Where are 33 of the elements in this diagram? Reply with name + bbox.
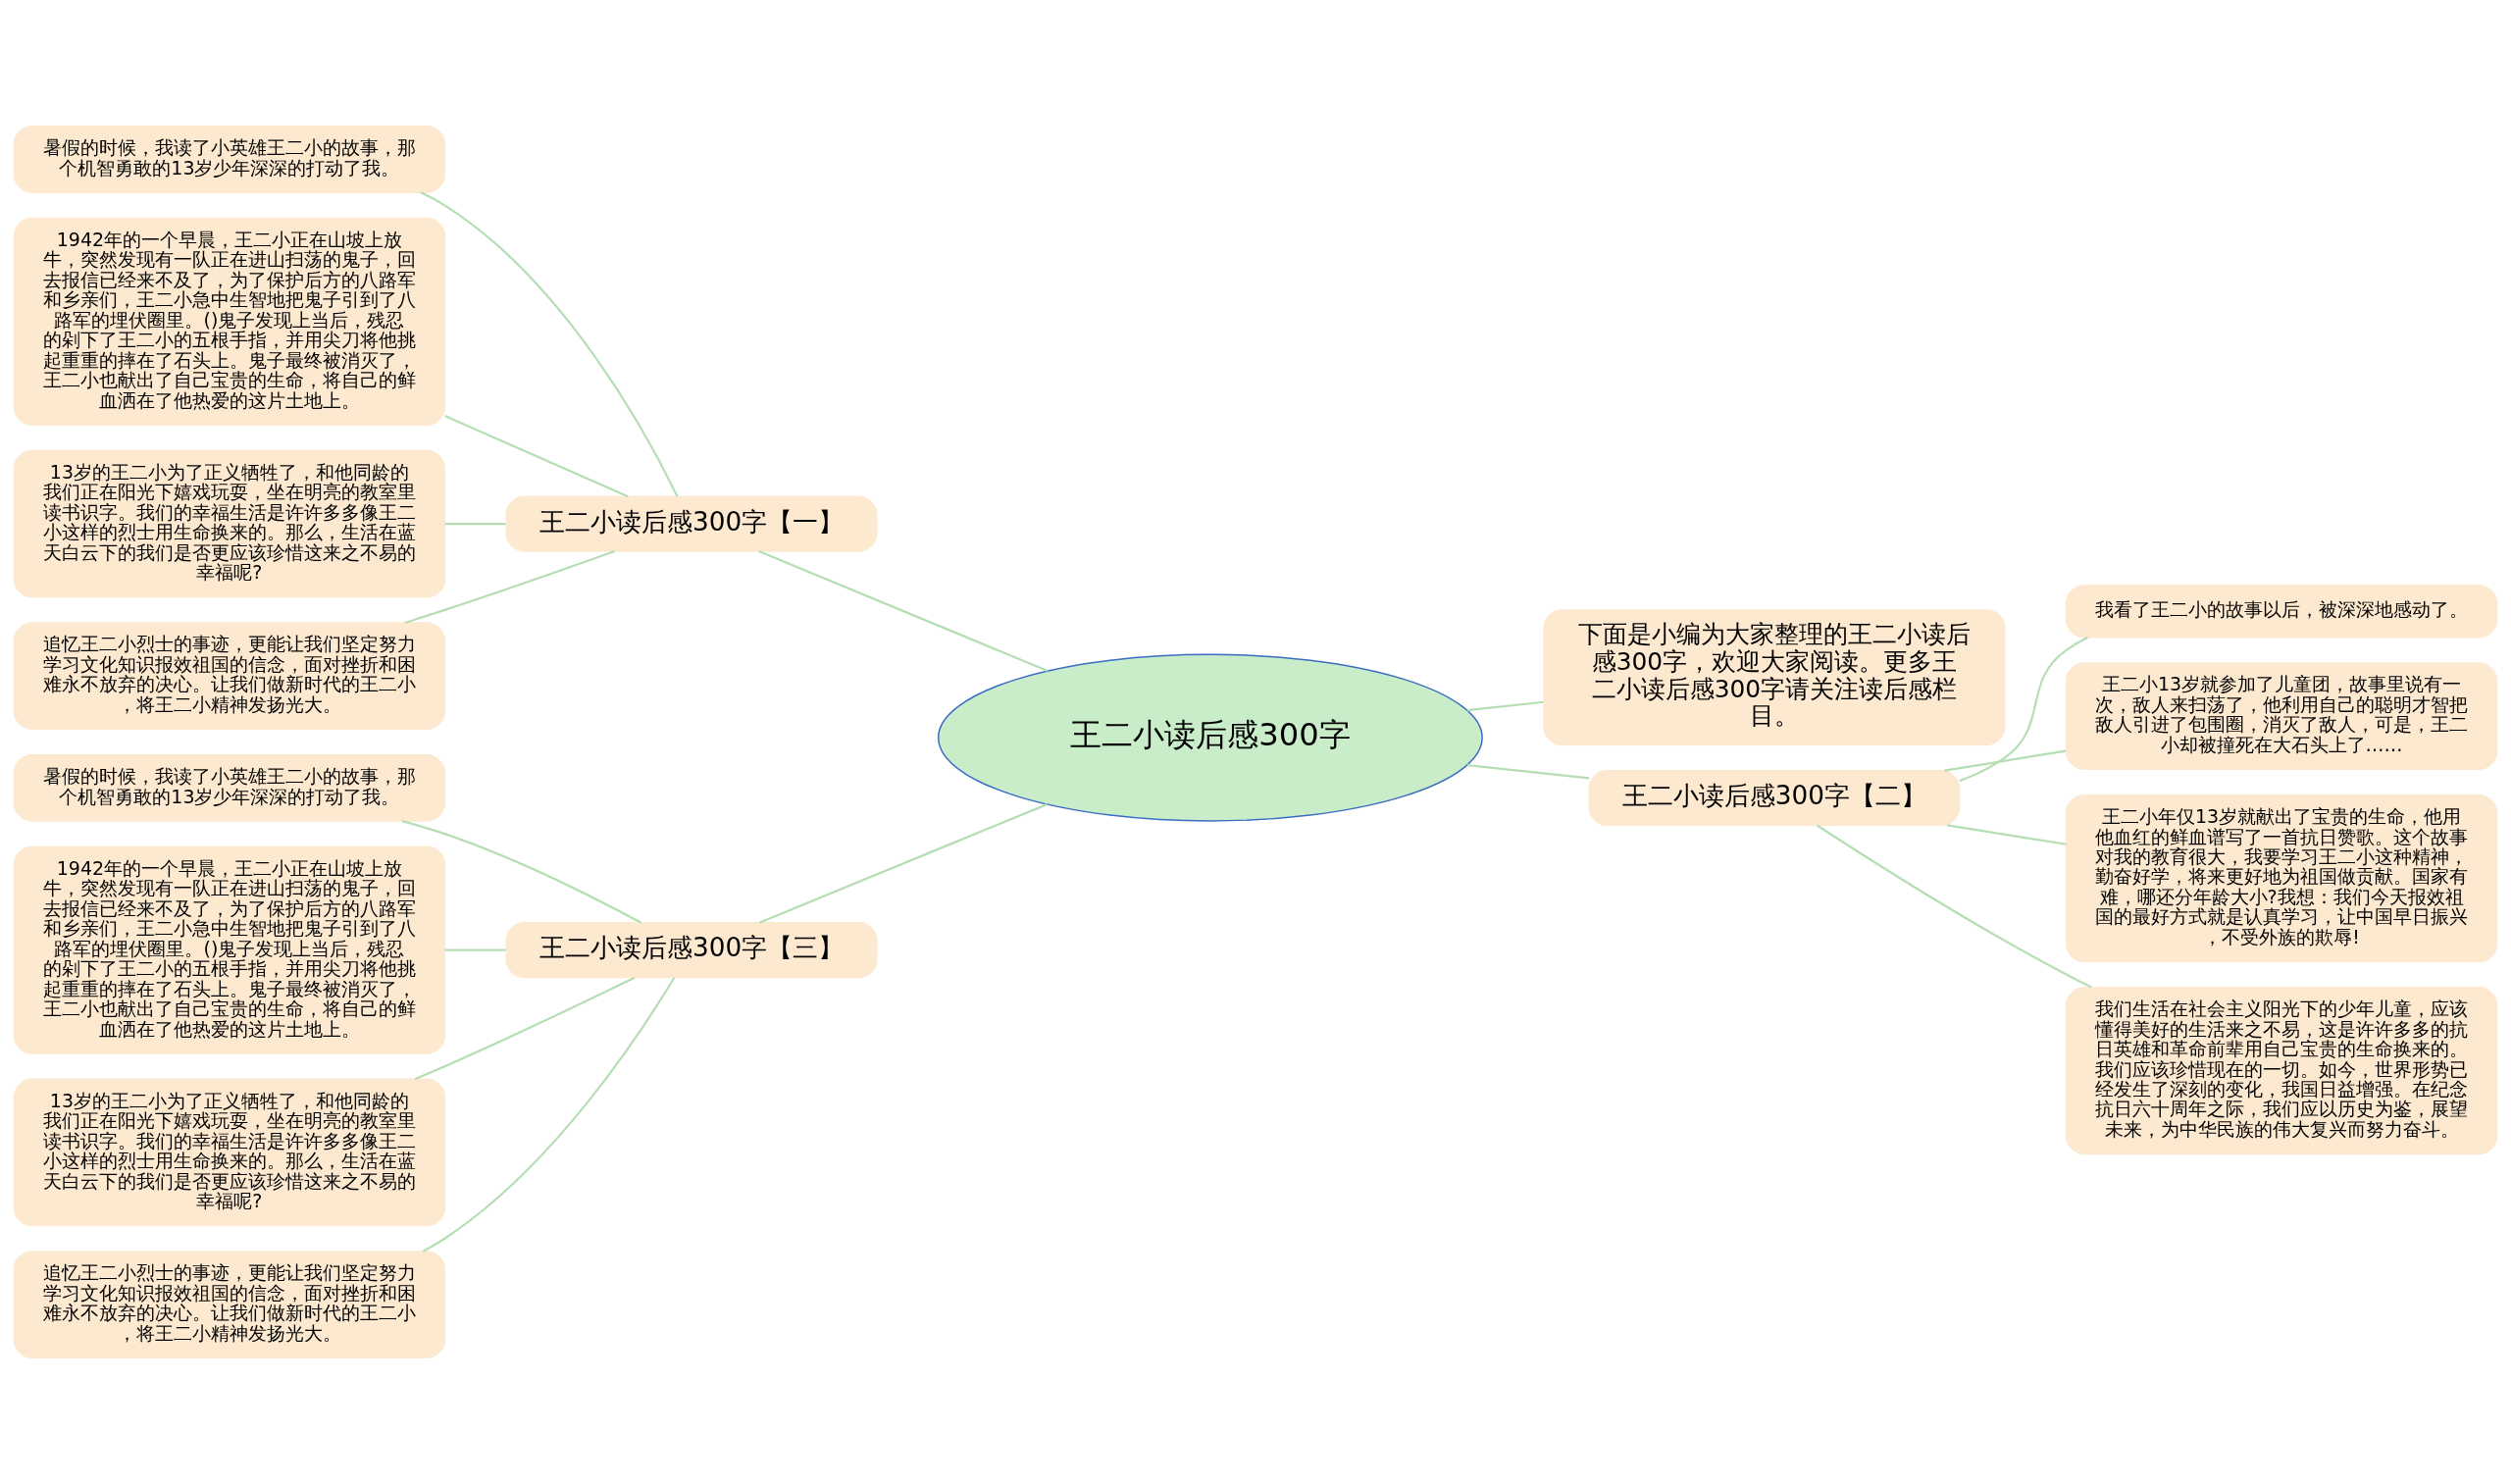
connector — [444, 523, 506, 526]
node-box: 13岁的王二小为了正义牺牲了，和他同龄的我们正在阳光下嬉戏玩耍，坐在明亮的教室里读书识字。我们的幸福生活是许许多多像王二小这样的烈士用生命换来的。那么，生活在蓝天白云下的我们是否更应该珍惜这来之不易的幸福呢? — [13, 449, 446, 598]
connector — [758, 549, 1049, 672]
node-box: 王二小读后感300字【三】 — [505, 922, 878, 979]
connector — [420, 191, 679, 497]
node-box: 下面是小编为大家整理的王二小读后感300字，欢迎大家阅读。更多王二小读后感300字请关注读后感栏目。 — [1543, 609, 2006, 746]
node-box: 1942年的一个早晨，王二小正在山坡上放牛，突然发现有一队正在进山扫荡的鬼子，回去报信已经来不及了，为了保护后方的八路军和乡亲们，王二小急中生智地把鬼子引到了八路军的埋伏圈里。()鬼子发现上当后，残忍的剁下了王二小的五根手指，并用尖刀将他挑起重重的摔在了石头上。鬼子最终被消灭了，王二小也献出了自己宝贵的生命，将自己的鲜血洒在了他热爱的这片土地上。 — [13, 217, 446, 426]
connector — [404, 549, 615, 625]
node-ellipse: 王二小读后感300字 — [937, 653, 1483, 822]
connector — [1947, 824, 2067, 845]
connector — [1959, 636, 2088, 783]
node-box: 追忆王二小烈士的事迹，更能让我们坚定努力学习文化知识报效祖国的信念，面对挫折和困难永不放弃的决心。让我们做新时代的王二小，将王二小精神发扬光大。 — [13, 1251, 446, 1358]
connector — [414, 976, 636, 1081]
node-box: 追忆王二小烈士的事迹，更能让我们坚定努力学习文化知识报效祖国的信念，面对挫折和困难永不放弃的决心。让我们做新时代的王二小，将王二小精神发扬光大。 — [13, 622, 446, 731]
node-box: 我们生活在社会主义阳光下的少年儿童，应该懂得美好的生活来之不易，这是许许多多的抗日英雄和革命前辈用自己宝贵的生命换来的。我们应该珍惜现在的一切。如今，世界形势已经发生了深刻的变化，我国日益增强。在纪念抗日六十周年之际，我们应以历史为鉴，展望未来，为中华民族的伟大复兴而努力奋斗。 — [2065, 986, 2498, 1155]
connector — [1944, 749, 2067, 772]
node-box: 13岁的王二小为了正义牺牲了，和他同龄的我们正在阳光下嬉戏玩耍，坐在明亮的教室里读书识字。我们的幸福生活是许许多多像王二小这样的烈士用生命换来的。那么，生活在蓝天白云下的我们是否更应该珍惜这来之不易的幸福呢? — [13, 1078, 446, 1227]
node-box: 暑假的时候，我读了小英雄王二小的故事，那个机智勇敢的13岁少年深深的打动了我。 — [13, 753, 446, 822]
node-box: 王二小读后感300字【一】 — [505, 495, 878, 552]
connector — [444, 415, 629, 498]
connector — [758, 803, 1048, 924]
connector — [444, 948, 506, 951]
connector — [1466, 764, 1590, 780]
connector — [1816, 824, 2092, 989]
node-box: 我看了王二小的故事以后，被深深地感动了。 — [2065, 585, 2498, 639]
node-box: 王二小读后感300字【二】 — [1588, 770, 1961, 827]
node-box: 王二小年仅13岁就献出了宝贵的生命，他用他血红的鲜血谱写了一首抗日赞歌。这个故事对我的教育很大，我要学习王二小这种精神，勤奋好学，将来更好地为祖国做贡献。国家有难，哪还分年龄大小?我想：我们今天报效祖国的最好方式就是认真学习，让中国早日振兴，不受外族的欺辱! — [2065, 793, 2498, 963]
node-box: 暑假的时候，我读了小英雄王二小的故事，那个机智勇敢的13岁少年深深的打动了我。 — [13, 126, 446, 193]
connector — [1466, 700, 1544, 712]
node-box: 1942年的一个早晨，王二小正在山坡上放牛，突然发现有一队正在进山扫荡的鬼子，回去报信已经来不及了，为了保护后方的八路军和乡亲们，王二小急中生智地把鬼子引到了八路军的埋伏圈里。()鬼子发现上当后，残忍的剁下了王二小的五根手指，并用尖刀将他挑起重重的摔在了石头上。鬼子最终被消灭了，王二小也献出了自己宝贵的生命，将自己的鲜血洒在了他热爱的这片土地上。 — [13, 845, 446, 1054]
connector — [401, 820, 642, 924]
node-box: 王二小13岁就参加了儿童团，故事里说有一次，敌人来扫荡了，他利用自己的聪明才智把敌人引进了包围圈，消灭了敌人，可是，王二小却被撞死在大石头上了…… — [2065, 662, 2498, 771]
connector — [422, 977, 676, 1253]
